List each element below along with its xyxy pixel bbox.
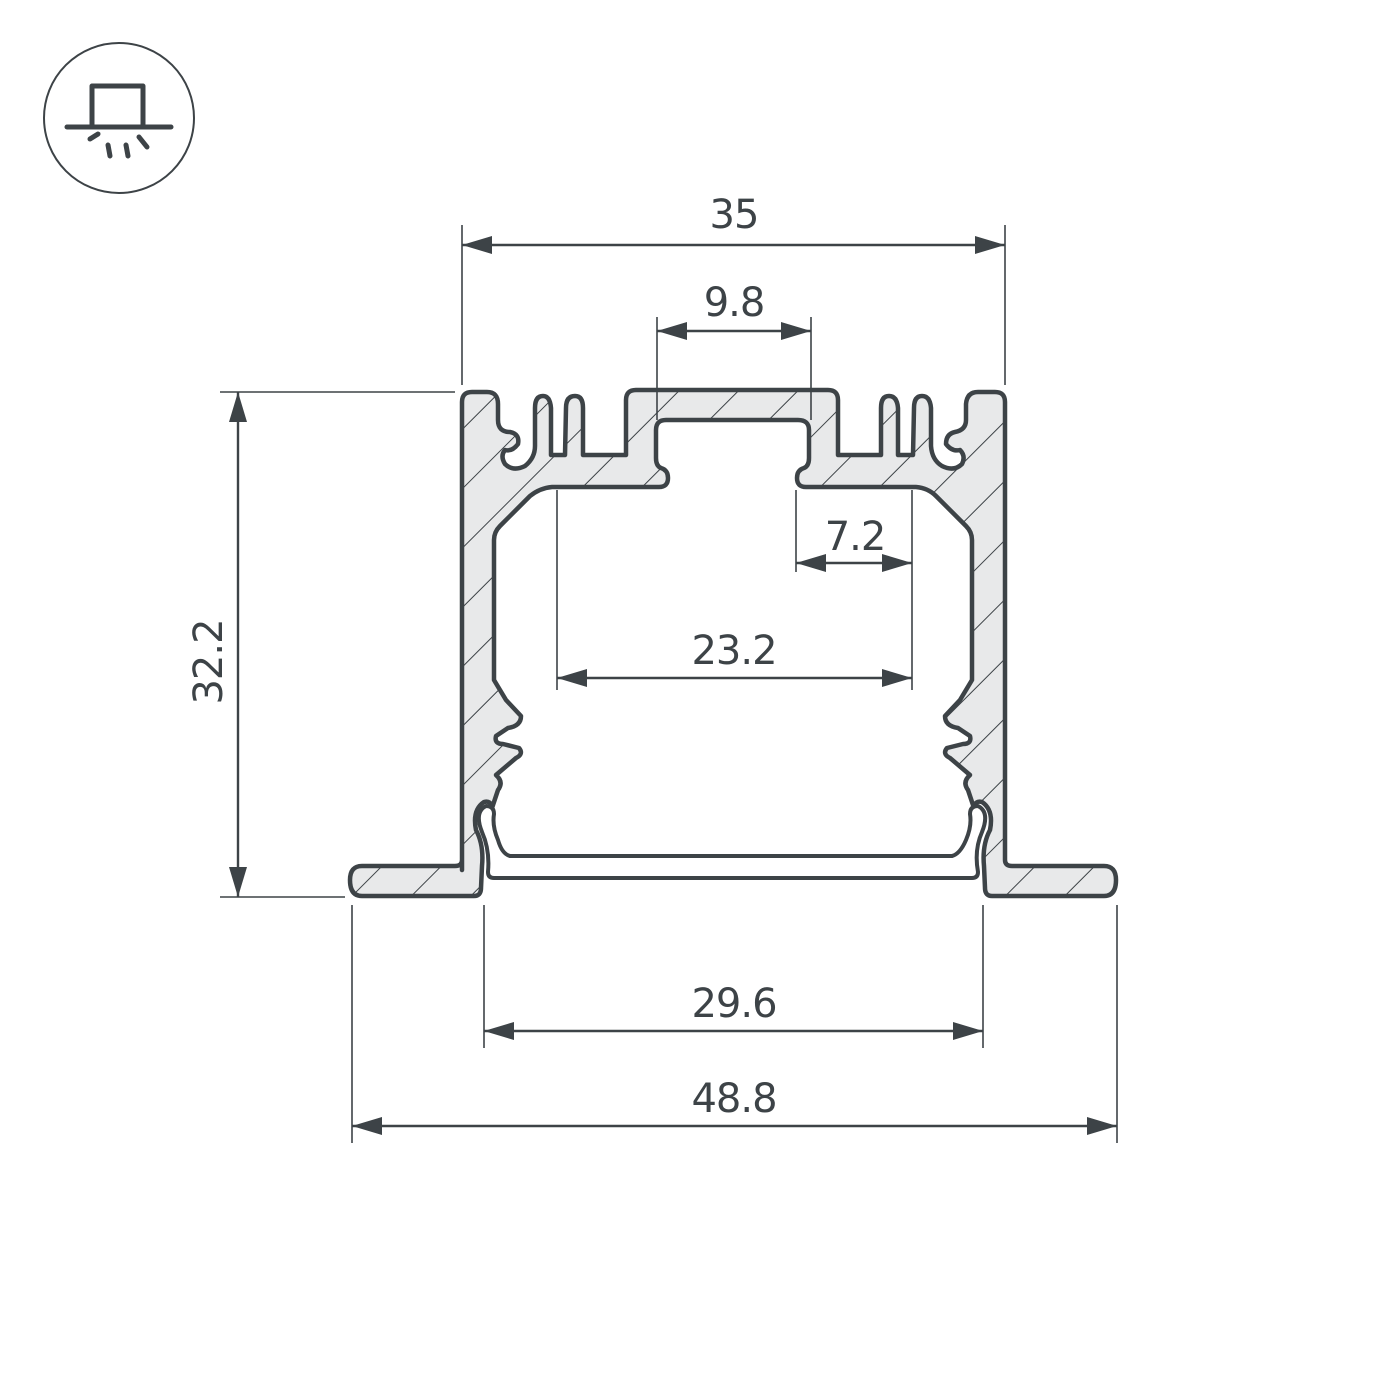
dimension-flange-total-width: 48.8 xyxy=(351,905,1118,1143)
dimension-top-channel-width: 9.8 xyxy=(656,280,812,420)
aluminium-profile xyxy=(347,387,1119,899)
dimension-label-23-2: 23.2 xyxy=(691,628,776,674)
dimension-inner-shelf-width: 7.2 xyxy=(795,490,913,690)
dimension-overall-top-width: 35 xyxy=(461,192,1006,385)
dimension-inner-cavity-width: 23.2 xyxy=(556,490,912,690)
dimension-label-7-2: 7.2 xyxy=(825,514,886,560)
dimension-overall-height: 32.2 xyxy=(186,391,455,898)
dimension-label-9-8: 9.8 xyxy=(704,280,765,326)
dimension-label-29-6: 29.6 xyxy=(691,981,776,1027)
dimension-label-32-2: 32.2 xyxy=(186,619,232,704)
recessed-mount-icon xyxy=(43,42,195,194)
dimension-diffuser-opening-width: 29.6 xyxy=(483,905,984,1048)
diffuser-lens xyxy=(476,804,988,880)
dimension-label-35: 35 xyxy=(710,192,759,238)
dimension-label-48-8: 48.8 xyxy=(691,1076,776,1122)
